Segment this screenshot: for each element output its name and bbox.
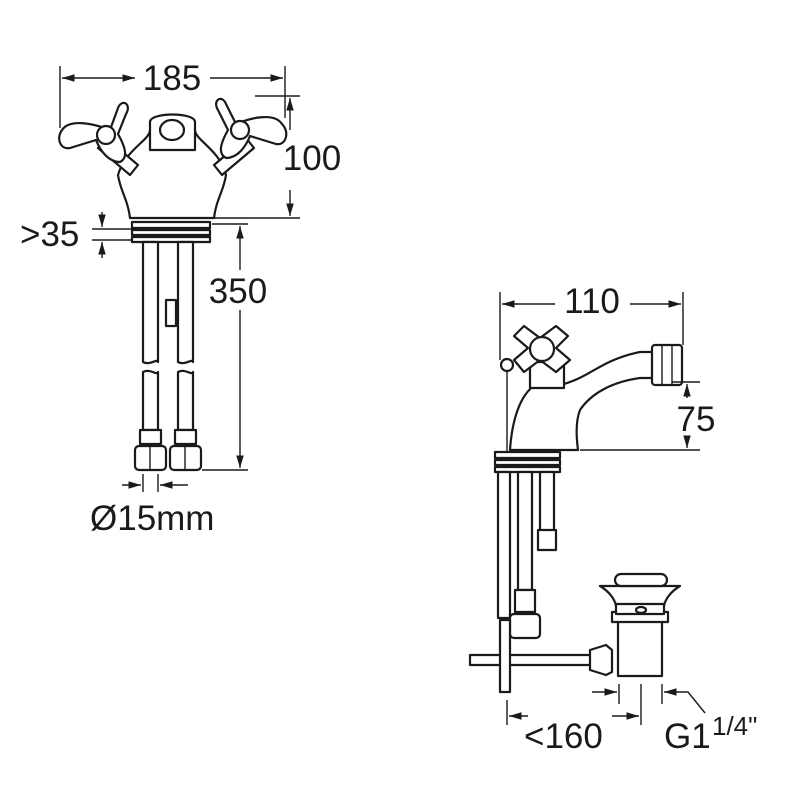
flexible-hoses [133,240,203,472]
dimension-label: 110 [564,282,620,321]
dimension-height-100: 100 [212,95,341,219]
dimension-label: Ø15mm [90,499,214,538]
tap-body-side [499,324,684,452]
dimension-reach-110: 110 [499,282,684,360]
dimension-label: G1 [664,717,711,756]
dimension-label: 100 [283,139,341,178]
dimension-label-fraction: 1/4" [712,711,757,741]
side-view: 110 75 [468,282,757,756]
dimension-waste-rod-160: <160 [506,684,642,756]
pop-up-waste [468,572,682,694]
dimension-label: 75 [677,400,716,439]
dimension-height-75: 75 [580,381,716,451]
tap-body-front [58,97,288,220]
dimension-label: 350 [209,272,267,311]
dimension-width-185: 185 [59,59,286,128]
dimension-waste-thread: G1 1/4" [592,684,757,756]
dimension-hose-diameter: Ø15mm [90,474,214,538]
dimension-deck-35: >35 [20,212,132,258]
dimension-label: <160 [524,717,603,756]
dimension-label: >35 [20,215,79,254]
deck-plates [130,220,212,244]
front-view: 185 100 [20,59,341,538]
dimension-hose-350: 350 [202,223,267,471]
side-deck-and-hoses [493,450,562,640]
dimension-label: 185 [143,59,201,98]
